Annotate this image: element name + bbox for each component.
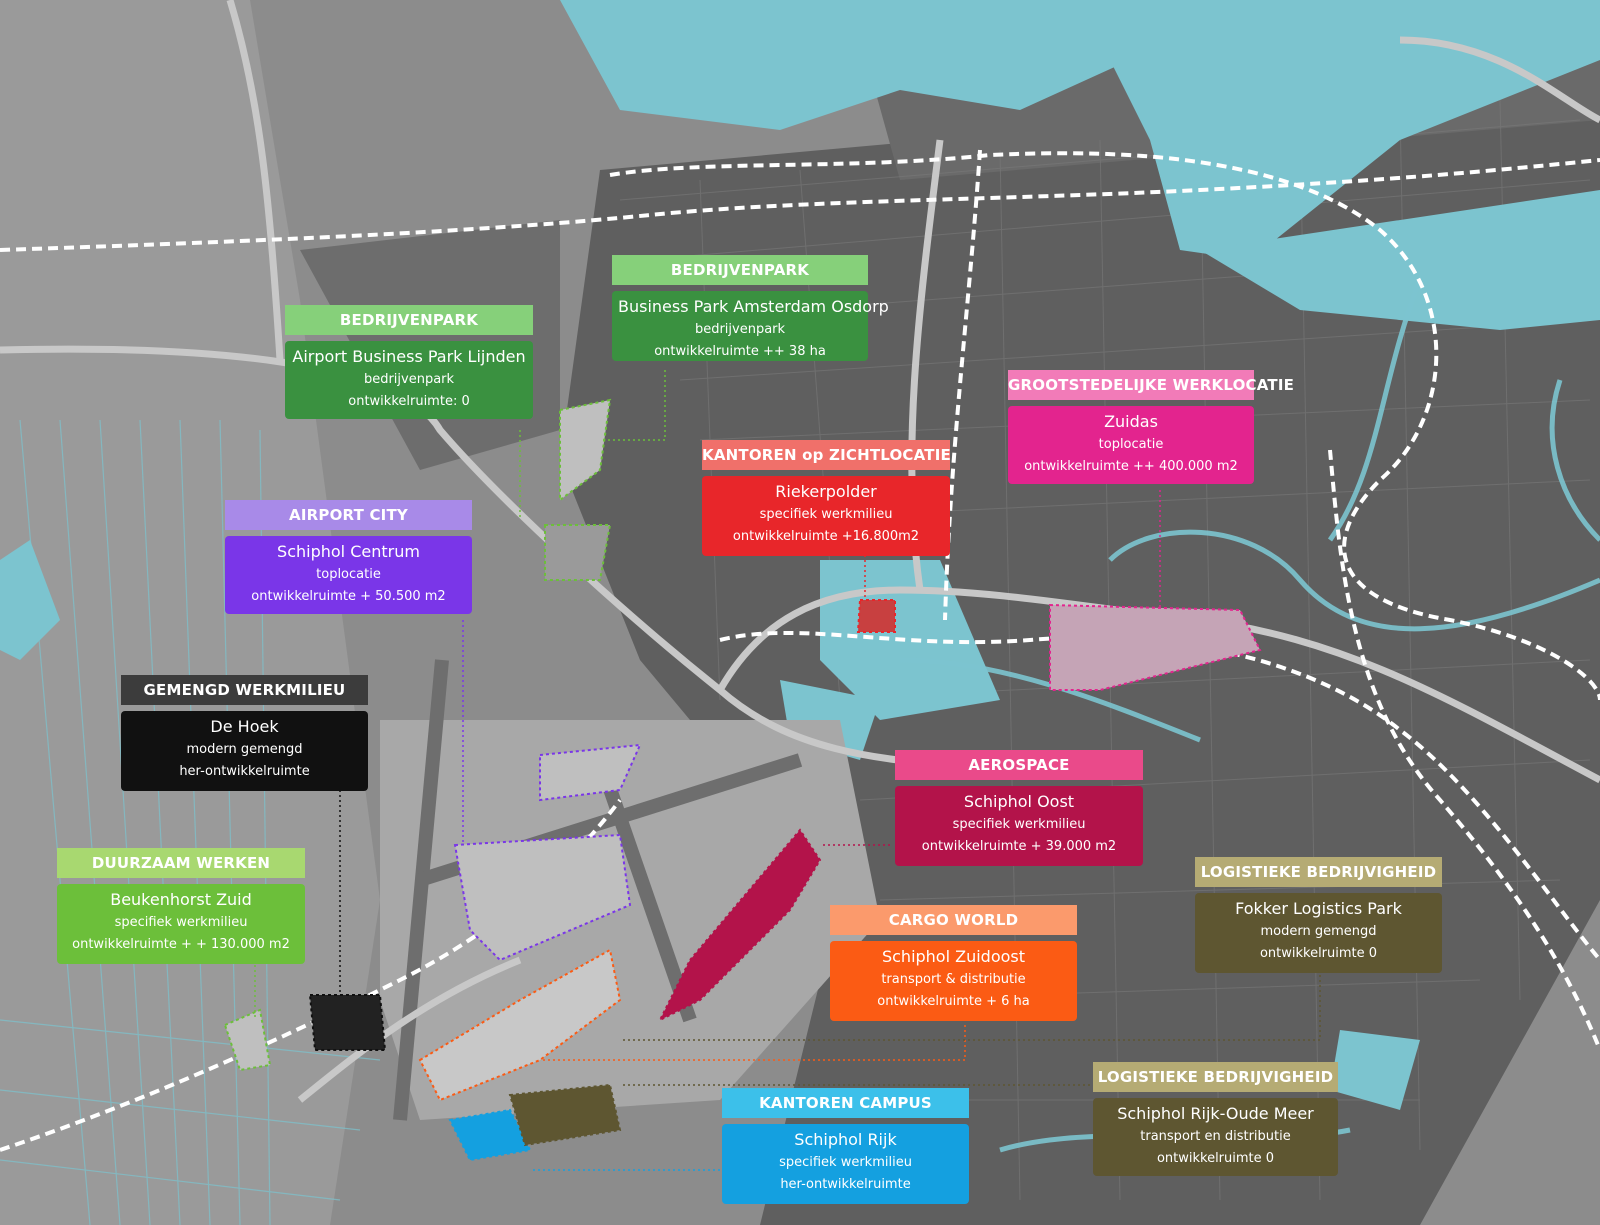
zone-osdorp: [559, 398, 612, 502]
label-type-bp-lijnden: bedrijvenpark: [363, 372, 455, 387]
label-title-de-hoek: De Hoek: [210, 717, 279, 736]
label-title-rijk-oude-meer: Schiphol Rijk-Oude Meer: [1117, 1104, 1314, 1123]
label-header-zuidas: GROOTSTEDELIJKE WERKLOCATIE: [1008, 370, 1294, 400]
label-header-bp-lijnden: BEDRIJVENPARK: [285, 305, 533, 335]
label-title-cargo-world: Schiphol Zuidoost: [881, 947, 1026, 966]
label-title-schiphol-oost: Schiphol Oost: [963, 792, 1075, 811]
label-title-schiphol-rijk: Schiphol Rijk: [794, 1130, 897, 1149]
zones: [223, 398, 1262, 1162]
label-header-schiphol-centrum: AIRPORT CITY: [225, 500, 472, 530]
label-card-beukenhorst: Beukenhorst Zuid specifiek werkmilieu ontw…: [57, 884, 305, 964]
label-capacity-schiphol-rijk: her-ontwikkelruimte: [780, 1177, 911, 1192]
label-type-riekerpolder: specifiek werkmilieu: [759, 507, 893, 522]
label-type-schiphol-centrum: toplocatie: [316, 567, 381, 582]
label-card-rijk-oude-meer: Schiphol Rijk-Oude Meer transport en dist…: [1093, 1098, 1338, 1176]
zone-schiphol-oost: [657, 828, 822, 1023]
label-type-beukenhorst: specifiek werkmilieu: [114, 915, 248, 930]
label-capacity-zuidas: ontwikkelruimte ++ 400.000 m2: [1024, 459, 1238, 474]
label-type-cargo-world: transport & distributie: [881, 972, 1026, 987]
label-type-zuidas: toplocatie: [1098, 437, 1164, 452]
label-title-beukenhorst: Beukenhorst Zuid: [110, 890, 252, 909]
label-title-bp-lijnden: Airport Business Park Lijnden: [292, 347, 526, 366]
zone-airport-north: [539, 743, 642, 802]
label-header-de-hoek: GEMENGD WERKMILIEU: [121, 675, 368, 705]
label-header-cargo-world: CARGO WORLD: [830, 905, 1077, 935]
label-header-bp-osdorp: BEDRIJVENPARK: [612, 255, 868, 285]
label-card-fokker: Fokker Logistics Park modern gemengd ontwi…: [1195, 893, 1442, 973]
water: [0, 0, 1600, 1110]
label-title-riekerpolder: Riekerpolder: [775, 482, 877, 501]
label-card-schiphol-rijk: Schiphol Rijk specifiek werkmilieu her-ont…: [722, 1124, 969, 1204]
zone-beukenhorst: [223, 1008, 272, 1072]
label-capacity-cargo-world: ontwikkelruimte + 6 ha: [877, 994, 1030, 1009]
label-type-schiphol-rijk: specifiek werkmilieu: [779, 1155, 912, 1170]
label-type-bp-osdorp: bedrijvenpark: [694, 322, 786, 337]
label-card-schiphol-centrum: Schiphol Centrum toplocatie ontwikkelruimt…: [225, 536, 472, 614]
label-type-rijk-oude-meer: transport en distributie: [1140, 1129, 1291, 1144]
label-header-beukenhorst: DUURZAAM WERKEN: [57, 848, 305, 878]
label-card-cargo-world: Schiphol Zuidoost transport & distributie…: [830, 941, 1077, 1021]
label-title-schiphol-centrum: Schiphol Centrum: [277, 542, 420, 561]
label-card-bp-osdorp: Business Park Amsterdam Osdorp bedrijvenp…: [612, 291, 889, 361]
label-type-fokker: modern gemengd: [1260, 924, 1377, 939]
label-type-schiphol-oost: specifiek werkmilieu: [952, 817, 1086, 832]
label-header-rijk-oude-meer: LOGISTIEKE BEDRIJVIGHEID: [1093, 1062, 1338, 1092]
leader-lines: [254, 370, 1321, 1171]
label-capacity-rijk-oude-meer: ontwikkelruimte 0: [1156, 1151, 1275, 1166]
label-capacity-schiphol-centrum: ontwikkelruimte + 50.500 m2: [251, 589, 446, 604]
label-card-schiphol-oost: Schiphol Oost specifiek werkmilieu ontwikk…: [895, 786, 1143, 866]
label-capacity-bp-osdorp: ontwikkelruimte ++ 38 ha: [654, 344, 826, 359]
label-type-de-hoek: modern gemengd: [186, 742, 303, 757]
zone-airport-city: [453, 833, 632, 962]
label-card-de-hoek: De Hoek modern gemengd her-ontwikkelruimte: [121, 711, 368, 791]
zone-de-hoek: [308, 994, 387, 1051]
label-capacity-de-hoek: her-ontwikkelruimte: [179, 764, 310, 779]
label-capacity-bp-lijnden: ontwikkelruimte: 0: [348, 394, 470, 409]
label-title-zuidas: Zuidas: [1104, 412, 1158, 431]
zone-lijnden: [544, 524, 612, 581]
label-header-schiphol-oost: AEROSPACE: [895, 750, 1143, 780]
label-capacity-schiphol-oost: ontwikkelruimte + 39.000 m2: [921, 839, 1117, 854]
label-header-fokker: LOGISTIEKE BEDRIJVIGHEID: [1195, 857, 1442, 887]
label-card-bp-lijnden: Airport Business Park Lijnden bedrijvenpa…: [285, 341, 533, 419]
label-card-riekerpolder: Riekerpolder specifiek werkmilieu ontwikke…: [702, 476, 950, 556]
label-capacity-fokker: ontwikkelruimte 0: [1259, 946, 1378, 961]
zone-riekerpolder: [856, 599, 896, 633]
label-card-zuidas: Zuidas toplocatie ontwikkelruimte ++ 400.0…: [1008, 406, 1254, 484]
label-capacity-beukenhorst: ontwikkelruimte + + 130.000 m2: [72, 937, 290, 952]
zone-rijk: [448, 1108, 532, 1162]
zone-cargo: [418, 948, 622, 1102]
polder-ditches: [0, 419, 381, 1225]
label-capacity-riekerpolder: ontwikkelruimte +16.800m2: [732, 529, 920, 544]
label-header-schiphol-rijk: KANTOREN CAMPUS: [722, 1088, 969, 1118]
label-title-fokker: Fokker Logistics Park: [1235, 899, 1402, 918]
label-header-riekerpolder: KANTOREN op ZICHTLOCATIE: [702, 440, 951, 470]
label-title-bp-osdorp: Business Park Amsterdam Osdorp: [618, 297, 889, 316]
zone-oude-meer: [508, 1083, 622, 1147]
zone-zuidas: [1049, 603, 1262, 691]
